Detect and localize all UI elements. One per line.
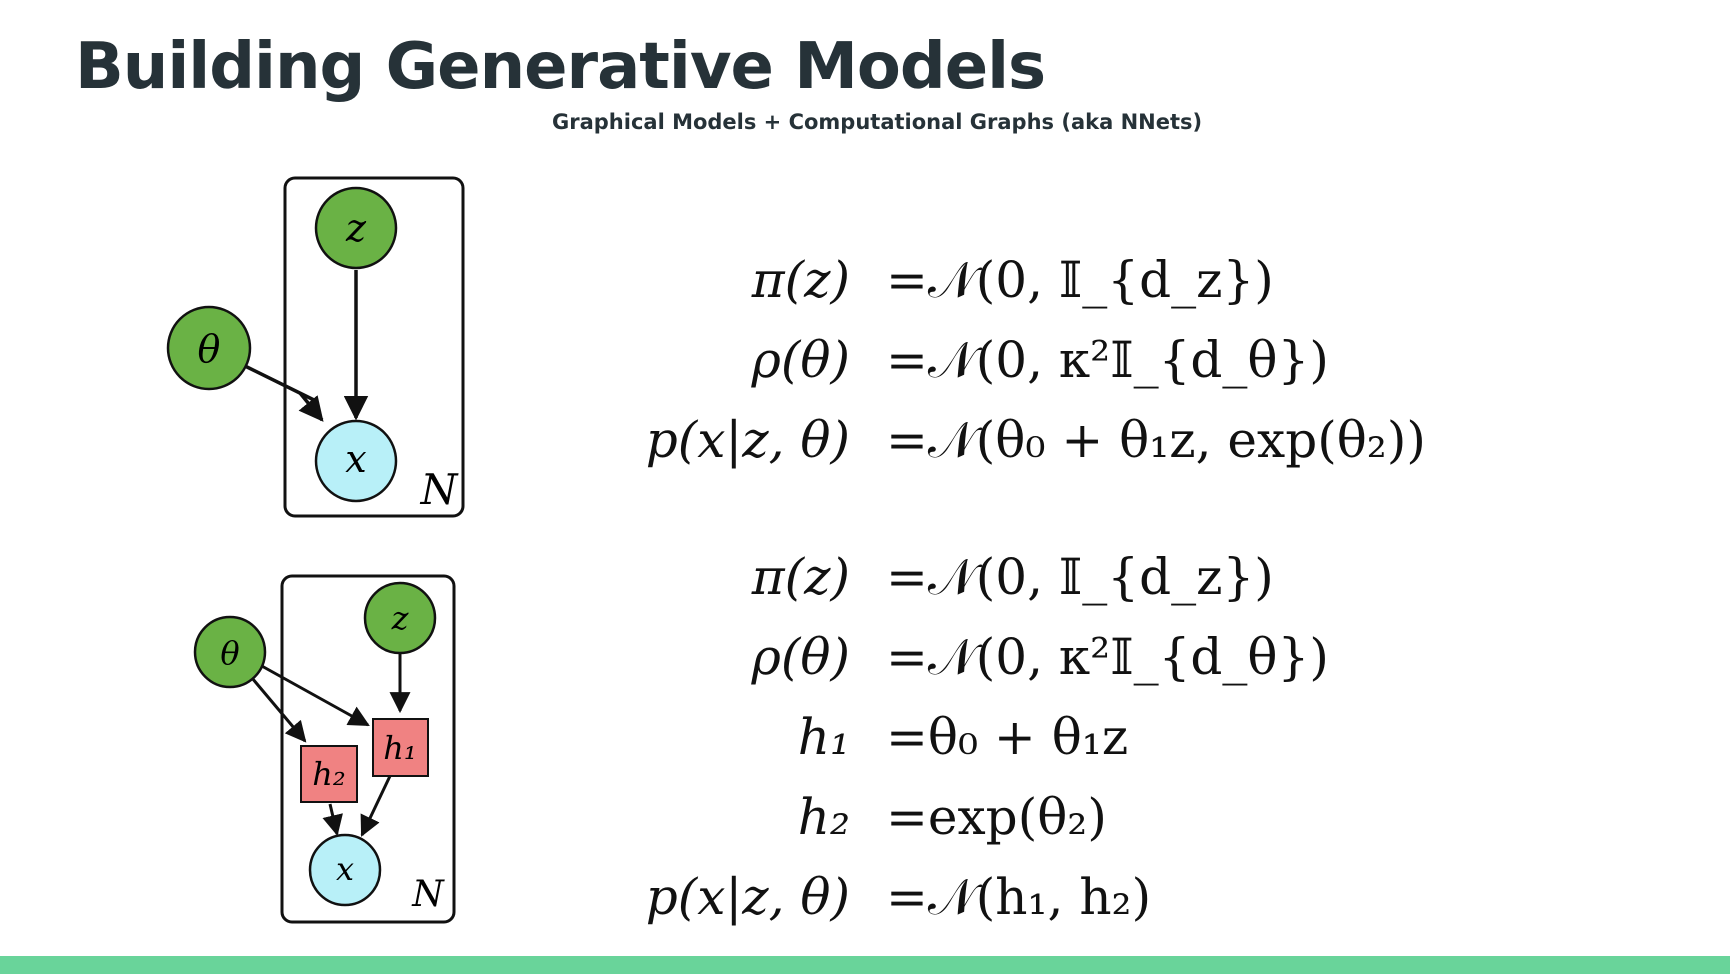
diagram1-edge-theta-x-head bbox=[298, 391, 324, 422]
diagram2-node-h1 bbox=[372, 718, 429, 777]
diagram2-edge-h1-x bbox=[360, 775, 392, 837]
diagram1-node-theta bbox=[166, 305, 252, 391]
diagram2-node-h2 bbox=[300, 745, 358, 803]
diagram1-node-z bbox=[314, 186, 398, 270]
diagram1-plate-label: N bbox=[420, 465, 459, 514]
diagram1-node-x-label: x bbox=[345, 437, 366, 481]
equation-lhs: p(x|z, θ) bbox=[645, 868, 850, 926]
equation-rhs: =𝒩(0, κ²𝕀_{d_θ}) bbox=[886, 628, 1329, 686]
diagram2-plate-label: N bbox=[411, 874, 445, 915]
footer-accent-bar bbox=[0, 956, 1730, 974]
diagram1: z θ x N bbox=[166, 176, 465, 518]
diagram2-node-h2-label: h₂ bbox=[312, 755, 345, 793]
equation-lhs: ρ(θ) bbox=[751, 628, 850, 686]
diagram2-edge-theta-h1 bbox=[259, 663, 370, 727]
diagram1-node-x bbox=[314, 419, 398, 503]
equation-rhs: =𝒩(h₁, h₂) bbox=[886, 868, 1152, 926]
slide-title: Building Generative Models bbox=[75, 30, 1046, 104]
diagram2-node-theta-label: θ bbox=[220, 634, 239, 672]
equations-block-1: π(z) =𝒩(0, 𝕀_{d_z}) ρ(θ) =𝒩(0, κ²𝕀_{d_θ}… bbox=[600, 240, 1500, 480]
equation-lhs: π(z) bbox=[751, 251, 850, 309]
equation-rhs: =𝒩(0, κ²𝕀_{d_θ}) bbox=[886, 331, 1329, 389]
diagram2-edge-h2-x bbox=[322, 803, 343, 837]
equation-lhs: ρ(θ) bbox=[751, 331, 850, 389]
equation-rhs: =𝒩(0, 𝕀_{d_z}) bbox=[886, 548, 1274, 606]
diagram2-node-z bbox=[363, 581, 437, 655]
slide-subtitle: Graphical Models + Computational Graphs … bbox=[552, 110, 1203, 134]
diagram2-node-x bbox=[308, 833, 382, 907]
equation-rhs: =𝒩(θ₀ + θ₁z, exp(θ₂)) bbox=[886, 411, 1426, 469]
diagram2: z θ h₁ h₂ x N bbox=[193, 574, 456, 924]
diagram2-edge-theta-h2 bbox=[250, 677, 307, 743]
diagram1-plate bbox=[283, 176, 465, 518]
diagram2-node-h1-label: h₁ bbox=[383, 729, 416, 767]
equation-lhs: h₁ bbox=[797, 708, 850, 766]
diagram2-node-z-label: z bbox=[391, 599, 410, 637]
equation-lhs: π(z) bbox=[751, 548, 850, 606]
equation-lhs: h₂ bbox=[797, 788, 850, 846]
equation-rhs: =θ₀ + θ₁z bbox=[886, 708, 1129, 766]
equation-rhs: =exp(θ₂) bbox=[886, 788, 1107, 846]
diagram2-node-theta bbox=[193, 615, 267, 689]
diagram1-node-theta-label: θ bbox=[198, 327, 221, 371]
equation-rhs: =𝒩(0, 𝕀_{d_z}) bbox=[886, 251, 1274, 309]
diagram1-node-z-label: z bbox=[345, 206, 367, 250]
diagram2-node-x-label: x bbox=[336, 850, 354, 888]
equation-lhs: p(x|z, θ) bbox=[645, 411, 850, 469]
diagram2-plate bbox=[280, 574, 456, 924]
equations-block-2: π(z) =𝒩(0, 𝕀_{d_z}) ρ(θ) =𝒩(0, κ²𝕀_{d_θ}… bbox=[600, 537, 1500, 937]
